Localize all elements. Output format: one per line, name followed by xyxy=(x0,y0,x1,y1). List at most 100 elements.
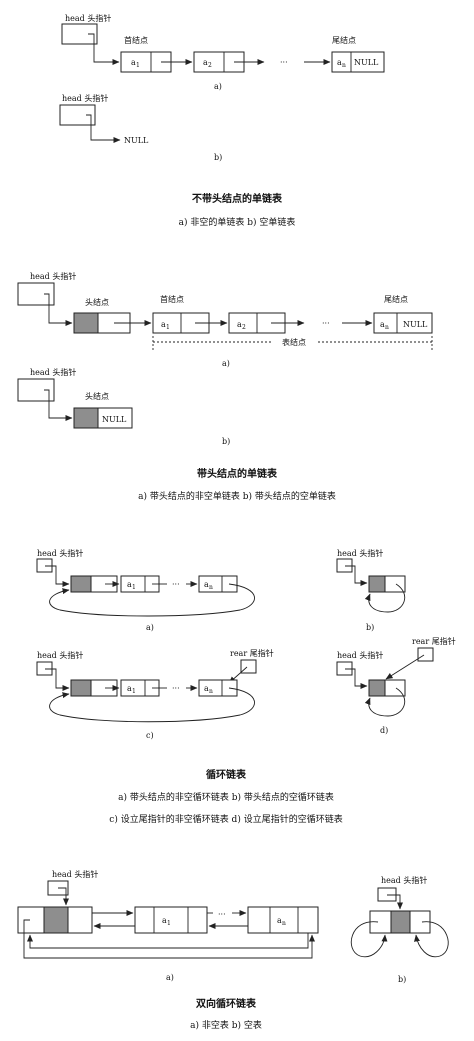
node-subscript: n xyxy=(385,324,389,331)
head-pointer-label: head 头指针 xyxy=(337,548,383,558)
rear-pointer-label: rear 尾指针 xyxy=(230,648,274,658)
head-pointer-label: head 头指针 xyxy=(337,650,383,660)
figure-1b: head 头指针 NULL b) xyxy=(59,93,222,162)
head-node-label: 头结点 xyxy=(85,391,109,401)
ellipsis: ··· xyxy=(322,319,330,328)
caption-c: c) xyxy=(146,731,154,740)
tail-node-label: 尾结点 xyxy=(384,294,408,304)
node-an: a n xyxy=(198,679,238,697)
head-pointer-label: head 头指针 xyxy=(30,367,76,377)
list-nodes-bracket: 表结点 xyxy=(152,336,433,352)
head-pointer-label: head 头指针 xyxy=(37,548,83,558)
circular-link-arrow xyxy=(49,583,255,617)
node-subscript: 1 xyxy=(167,920,171,927)
pointer-arrow xyxy=(45,565,70,587)
null-label: NULL xyxy=(102,415,127,424)
pointer-arrow xyxy=(345,668,368,689)
section-singly-linked-no-header: head 头指针 首结点 尾结点 a 1 a 2 ··· xyxy=(59,13,385,228)
pointer-arrow xyxy=(86,114,121,143)
head-pointer-label: head 头指针 xyxy=(37,650,83,660)
head-pointer-box xyxy=(61,23,98,45)
section-description-1: a) 带头结点的非空循环链表 b) 带头结点的空循环链表 xyxy=(118,791,334,803)
pointer-arrow xyxy=(44,293,73,326)
head-pointer-box xyxy=(59,104,96,126)
figure-1a: head 头指针 首结点 尾结点 a 1 a 2 ··· xyxy=(61,13,385,91)
node-value: a xyxy=(161,320,166,329)
head-pointer-box xyxy=(17,282,55,306)
rear-pointer-label: rear 尾指针 xyxy=(412,636,456,646)
head-pointer-box xyxy=(377,887,397,902)
figure-3d: head 头指针 rear 尾指针 d) xyxy=(336,636,456,735)
node-subscript: n xyxy=(282,920,286,927)
section-description: a) 带头结点的非空单链表 b) 带头结点的空单链表 xyxy=(138,490,336,502)
self-loop-left-arrow xyxy=(350,921,388,958)
node-an: a n xyxy=(247,906,319,934)
header-node xyxy=(369,910,431,934)
caption-b: b) xyxy=(222,437,230,446)
figure-4a: head 头指针 a 1 ··· xyxy=(17,869,319,982)
node-a1: a 1 xyxy=(134,906,208,934)
null-label: NULL xyxy=(403,320,428,329)
node-value: a xyxy=(204,580,209,589)
node-subscript: 2 xyxy=(208,62,212,69)
head-pointer-label: head 头指针 xyxy=(381,875,427,885)
ellipsis: ··· xyxy=(280,58,288,67)
caption-b: b) xyxy=(398,975,406,984)
head-pointer-label: head 头指针 xyxy=(30,271,76,281)
caption-a: a) xyxy=(146,623,154,632)
header-node xyxy=(70,575,118,593)
figure-2a: head 头指针 头结点 首结点 尾结点 a 1 a 2 xyxy=(17,271,433,368)
caption-b: b) xyxy=(214,153,222,162)
head-node-label: 头结点 xyxy=(85,297,109,307)
node-value: a xyxy=(277,916,282,925)
figure-3b: head 头指针 b) xyxy=(336,548,406,632)
node-a1: a 1 xyxy=(120,679,160,697)
head-pointer-box xyxy=(36,661,53,676)
first-node-label: 首结点 xyxy=(124,35,148,45)
section-title: 带头结点的单链表 xyxy=(197,467,278,480)
node-value: a xyxy=(127,684,132,693)
null-label: NULL xyxy=(354,58,379,67)
self-loop-arrow xyxy=(364,687,406,717)
figure-3a: head 头指针 a 1 ··· a n xyxy=(36,548,255,632)
rear-pointer-box xyxy=(417,647,434,662)
head-pointer-box xyxy=(36,558,53,573)
header-node xyxy=(70,679,118,697)
section-title: 双向循环链表 xyxy=(196,997,257,1010)
header-node xyxy=(368,575,406,593)
node-subscript: n xyxy=(342,62,346,69)
node-value: a xyxy=(203,58,208,67)
head-pointer-label: head 头指针 xyxy=(52,869,98,879)
node-subscript: 1 xyxy=(132,688,136,695)
null-label: NULL xyxy=(124,136,149,145)
head-pointer-box xyxy=(336,661,353,676)
section-circular-linked: head 头指针 a 1 ··· a n xyxy=(36,548,456,825)
node-subscript: 1 xyxy=(166,324,170,331)
node-value: a xyxy=(127,580,132,589)
pointer-arrow xyxy=(44,389,73,421)
figure-4b: head 头指针 b) xyxy=(350,875,449,984)
self-loop-right-arrow xyxy=(414,921,449,958)
section-doubly-circular: head 头指针 a 1 ··· xyxy=(17,869,449,1031)
figure-3c: head 头指针 rear 尾指针 a 1 ··· xyxy=(36,648,274,740)
node-value: a xyxy=(380,320,385,329)
pointer-arrow xyxy=(88,33,120,65)
ellipsis: ··· xyxy=(218,910,226,919)
head-pointer-label: head 头指针 xyxy=(62,93,108,103)
node-value: a xyxy=(337,58,342,67)
ellipsis: ··· xyxy=(172,684,180,693)
rear-pointer-arrow xyxy=(385,654,425,680)
node-an-null: a n NULL xyxy=(373,312,433,334)
ellipsis: ··· xyxy=(172,580,180,589)
self-loop-arrow xyxy=(364,583,406,613)
first-node-label: 首结点 xyxy=(160,294,184,304)
head-pointer-label: head 头指针 xyxy=(65,13,111,23)
node-subscript: 2 xyxy=(242,324,246,331)
rear-pointer-box xyxy=(240,659,257,674)
header-node xyxy=(368,679,406,697)
caption-a: a) xyxy=(214,82,222,91)
node-subscript: 1 xyxy=(136,62,140,69)
section-title: 不带头结点的单链表 xyxy=(192,192,283,205)
header-node xyxy=(17,906,93,934)
